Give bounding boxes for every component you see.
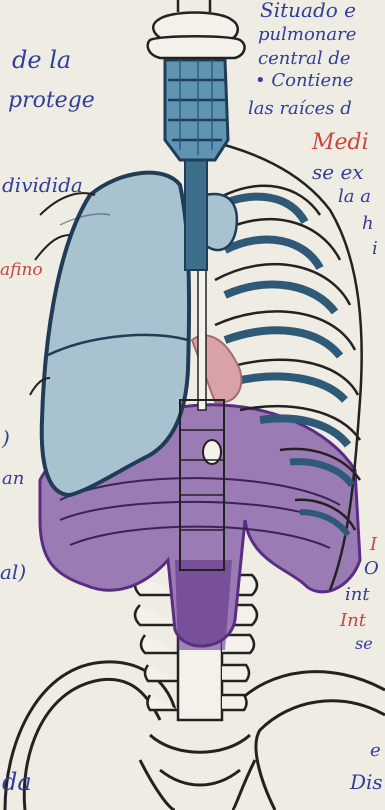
note-de-la: de la — [12, 48, 71, 72]
note-afino: afino — [0, 262, 43, 279]
note-medi: Medi — [312, 132, 369, 154]
note-se-ex: se ex — [312, 162, 364, 182]
note-i2: I — [370, 536, 377, 554]
cervical-vertebrae-icon — [148, 0, 245, 58]
note-da: da — [2, 770, 32, 794]
note-al: al) — [0, 562, 26, 582]
note-situado: Situado e — [260, 0, 356, 20]
note-e: e — [370, 742, 381, 760]
note-la-a: la a — [338, 188, 371, 206]
note-an: an — [2, 470, 24, 488]
note-i1: i — [372, 240, 378, 258]
note-se2: se — [355, 636, 373, 652]
note-dividida: dividida — [2, 175, 83, 195]
note-pulmonar: pulmonare — [258, 26, 356, 44]
note-protege: protege — [8, 90, 95, 112]
note-int: int — [345, 586, 370, 604]
note-central: central de — [258, 50, 351, 68]
lung-right-shape — [205, 194, 237, 250]
note-dis: Dis — [350, 772, 383, 792]
note-int2: Int — [340, 612, 366, 630]
note-raices: las raíces d — [248, 100, 352, 118]
note-paren: ) — [2, 428, 10, 448]
esophagus-shape — [198, 270, 206, 410]
note-o: O — [364, 560, 379, 578]
note-contiene: • Contiene — [255, 72, 353, 90]
note-h: h — [362, 215, 374, 233]
